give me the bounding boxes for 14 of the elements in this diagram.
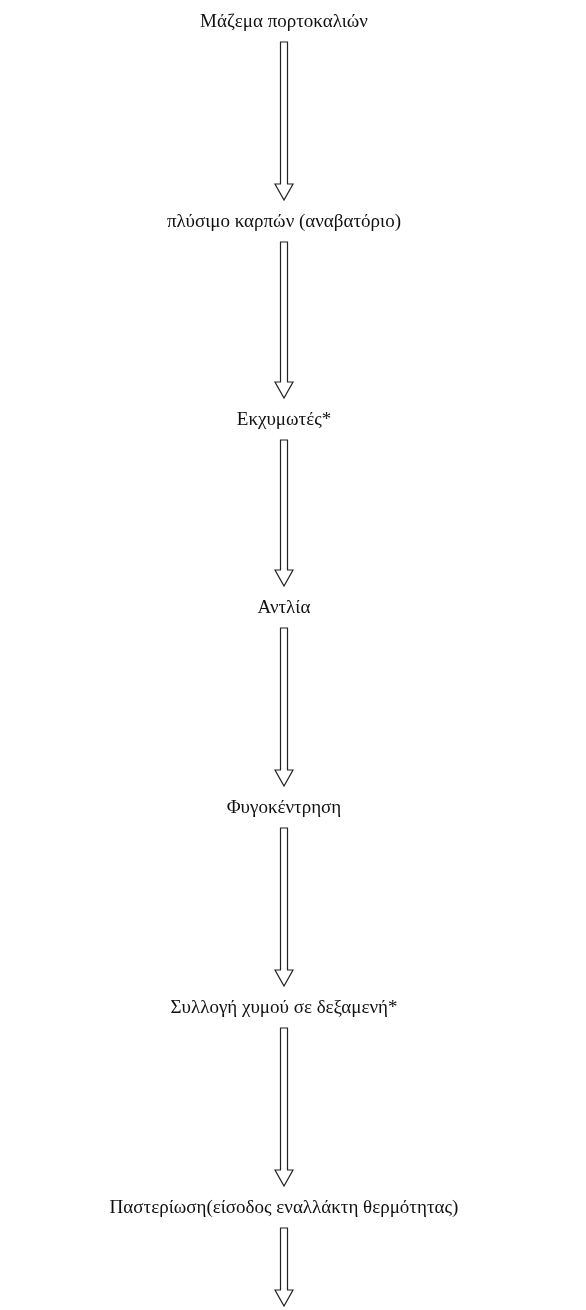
step-label: Παστερίωση(είσοδος εναλλάκτη θερμότητας) (109, 1196, 459, 1218)
hollow-arrow (273, 827, 295, 988)
hollow-arrow (273, 41, 295, 202)
step-label: Εκχυμωτές* (236, 408, 332, 430)
hollow-arrow (273, 1227, 295, 1308)
hollow-arrow (273, 439, 295, 588)
step-label: Συλλογή χυμού σε δεξαμενή* (170, 996, 398, 1018)
step-label: Αντλία (257, 596, 311, 618)
step-label: πλύσιμο καρπών (αναβατόριο) (167, 210, 401, 232)
hollow-arrow (273, 1027, 295, 1188)
step-label: Μάζεμα πορτοκαλιών (200, 10, 368, 32)
hollow-arrow (273, 241, 295, 400)
step-label: Φυγοκέντρηση (226, 796, 342, 818)
hollow-arrow (273, 627, 295, 788)
